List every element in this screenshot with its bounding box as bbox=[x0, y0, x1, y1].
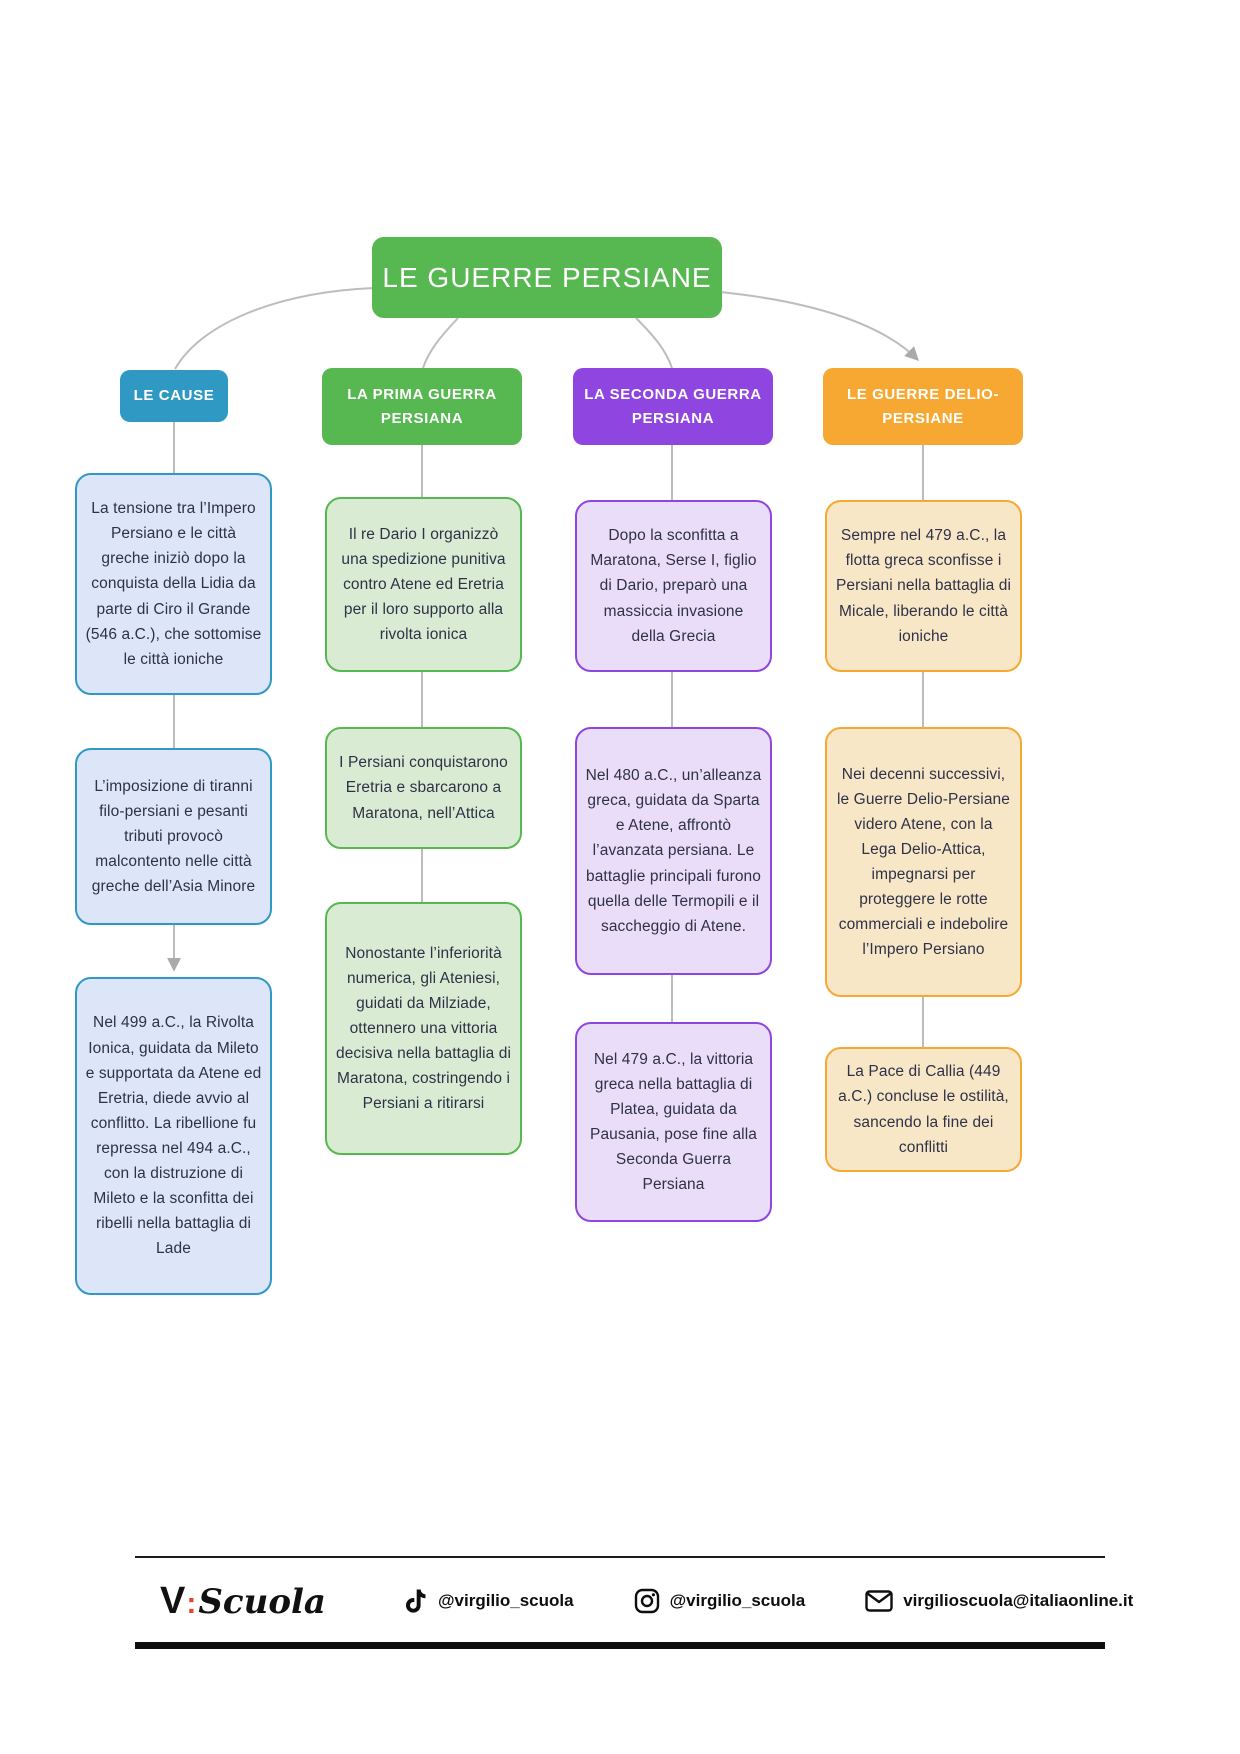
info-box-seconda-guerra-3: Nel 479 a.C., la vittoria greca nella ba… bbox=[575, 1022, 772, 1222]
footer-top-rule bbox=[135, 1556, 1105, 1558]
instagram-handle-group: @virgilio_scuola bbox=[634, 1588, 806, 1614]
virgilio-scuola-logo: V : Scuola bbox=[160, 1580, 326, 1623]
column-header-seconda-guerra: LA SECONDA GUERRA PERSIANA bbox=[573, 368, 773, 445]
info-box-prima-guerra-1: Il re Dario I organizzò una spedizione p… bbox=[325, 497, 522, 672]
email-group: virgilioscuola@italiaonline.it bbox=[865, 1590, 1133, 1612]
footer: V : Scuola @virgilio_scuola @virgilio_sc… bbox=[135, 1568, 1133, 1634]
info-box-guerre-delio-3: La Pace di Callia (449 a.C.) concluse le… bbox=[825, 1047, 1022, 1172]
info-box-guerre-delio-2: Nei decenni successivi, le Guerre Delio-… bbox=[825, 727, 1022, 997]
logo-scuola-script: Scuola bbox=[198, 1581, 326, 1622]
info-box-cause-2: L’imposizione di tiranni filo-persiani e… bbox=[75, 748, 272, 925]
tiktok-icon bbox=[404, 1588, 428, 1614]
info-box-guerre-delio-1: Sempre nel 479 a.C., la flotta greca sco… bbox=[825, 500, 1022, 672]
column-header-prima-guerra: LA PRIMA GUERRA PERSIANA bbox=[322, 368, 522, 445]
email-address: virgilioscuola@italiaonline.it bbox=[903, 1591, 1134, 1610]
info-box-prima-guerra-2: I Persiani conquistarono Eretria e sbarc… bbox=[325, 727, 522, 849]
info-box-seconda-guerra-1: Dopo la sconfitta a Maratona, Serse I, f… bbox=[575, 500, 772, 672]
info-box-seconda-guerra-2: Nel 480 a.C., un’alleanza greca, guidata… bbox=[575, 727, 772, 975]
footer-bottom-bar bbox=[135, 1642, 1105, 1649]
column-header-guerre-delio: LE GUERRE DELIO-PERSIANE bbox=[823, 368, 1023, 445]
logo-colon: : bbox=[186, 1586, 197, 1620]
info-box-cause-3: Nel 499 a.C., la Rivolta Ionica, guidata… bbox=[75, 977, 272, 1295]
instagram-handle: @virgilio_scuola bbox=[669, 1591, 806, 1610]
tiktok-handle: @virgilio_scuola bbox=[437, 1591, 574, 1610]
map-title: LE GUERRE PERSIANE bbox=[372, 237, 722, 318]
info-box-prima-guerra-3: Nonostante l’inferiorità numerica, gli A… bbox=[325, 902, 522, 1155]
instagram-icon bbox=[634, 1588, 660, 1614]
logo-letter-v: V bbox=[160, 1579, 185, 1622]
info-box-cause-1: La tensione tra l’Impero Persiano e le c… bbox=[75, 473, 272, 695]
column-header-le-cause: LE CAUSE bbox=[120, 370, 228, 422]
email-envelope-icon bbox=[865, 1590, 893, 1612]
tiktok-handle-group: @virgilio_scuola bbox=[404, 1588, 574, 1614]
